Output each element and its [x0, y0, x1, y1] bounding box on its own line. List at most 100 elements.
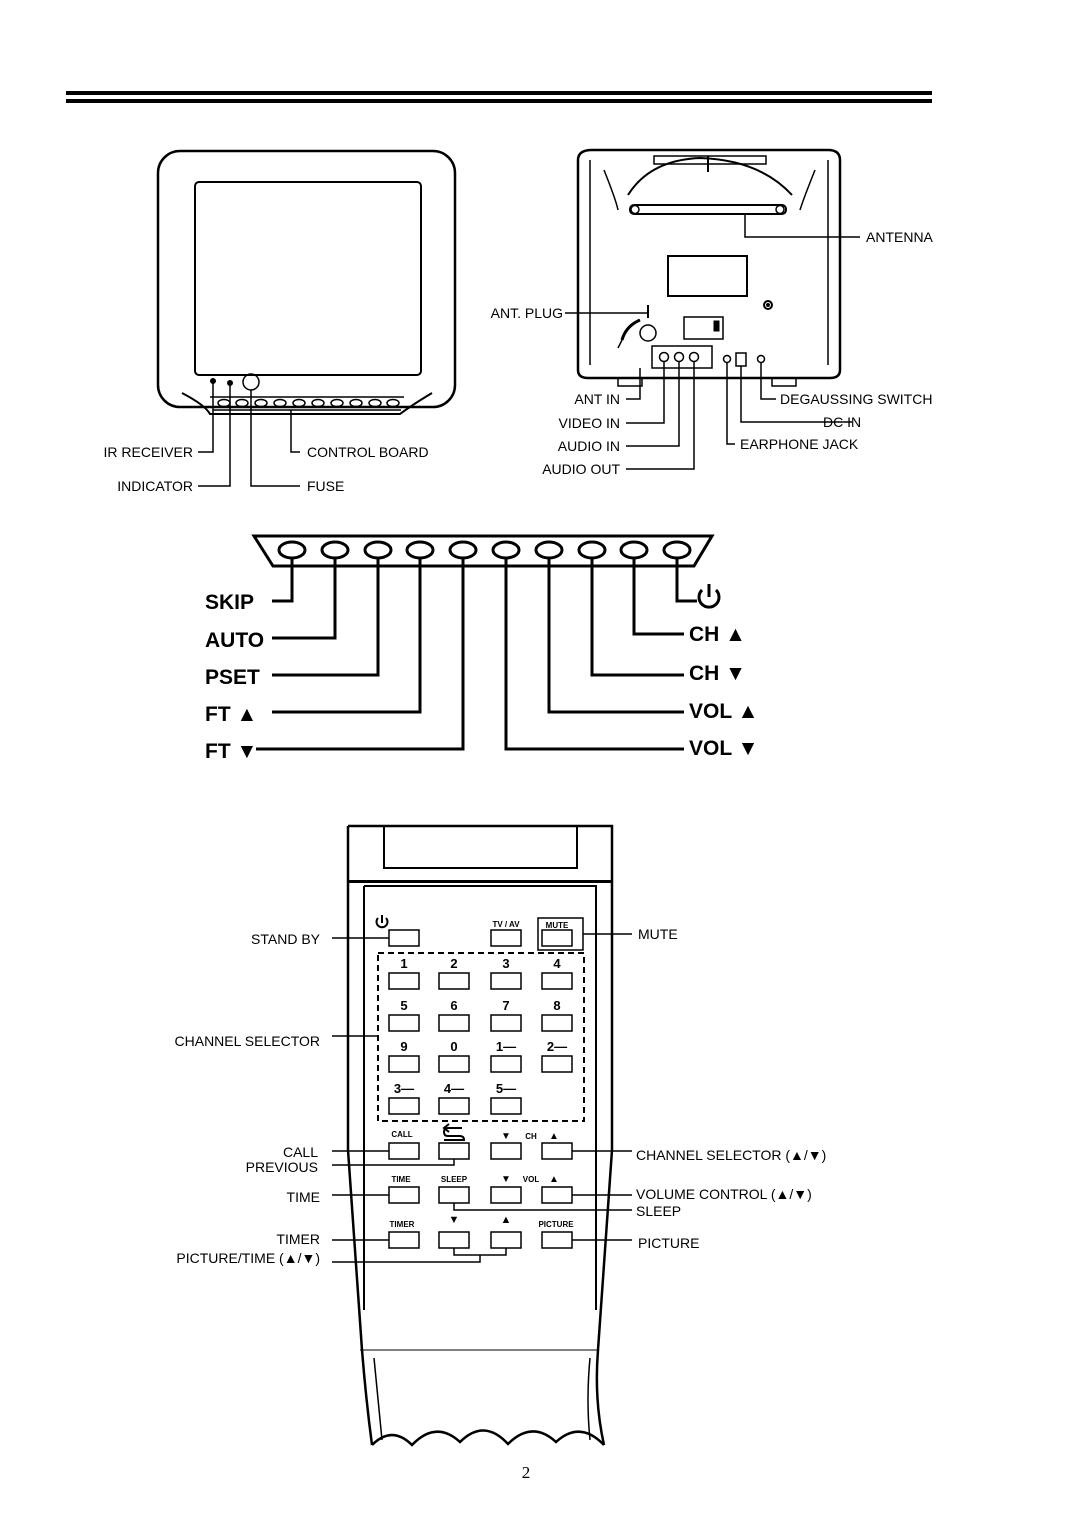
timer-callout: TIMER: [276, 1231, 320, 1247]
earphone-jack-label: EARPHONE JACK: [740, 436, 859, 452]
ch-text: CH: [525, 1132, 537, 1141]
indicator-label: INDICATOR: [117, 478, 193, 494]
control-board-label: CONTROL BOARD: [307, 444, 429, 460]
degaussing-switch-label: DEGAUSSING SWITCH: [780, 391, 932, 407]
fuse-label: FUSE: [307, 478, 344, 494]
picture-callout: PICTURE: [638, 1235, 699, 1251]
vol-down-button: [490, 1186, 522, 1204]
power-icon: [697, 584, 721, 609]
call-button: [388, 1142, 420, 1160]
digit-5: 5: [400, 998, 407, 1013]
control-panel: [251, 534, 715, 751]
digit-5-dash: 5—: [496, 1081, 516, 1096]
audio-in-label: AUDIO IN: [558, 438, 620, 454]
digit-4-dash: 4—: [444, 1081, 464, 1096]
digit-1: 1: [400, 956, 407, 971]
tv-av-text: TV / AV: [492, 920, 520, 929]
antenna-rod: [629, 204, 787, 215]
remote-previous-icon: [442, 1123, 466, 1141]
tv-av-button: [490, 929, 522, 947]
front-button-row: [217, 398, 400, 408]
digit-2-dash: 2—: [547, 1039, 567, 1054]
digit-9: 9: [400, 1039, 407, 1054]
call-callout: CALL: [283, 1144, 318, 1160]
ir-receiver-dot: [210, 378, 216, 384]
picture-time-callout: PICTURE/TIME (▲/▼): [176, 1250, 320, 1266]
remote-callout-lines: [332, 933, 632, 1263]
tv-rear-view: [565, 148, 860, 470]
picture-time-up-arrow: ▲: [501, 1214, 512, 1226]
vol-down-arrow: ▼: [501, 1174, 511, 1185]
sleep-callout: SLEEP: [636, 1203, 681, 1219]
timer-button: [388, 1231, 420, 1249]
skip-label: SKIP: [205, 591, 254, 614]
ch-down-label: CH ▼: [689, 662, 746, 685]
previous-button: [438, 1142, 470, 1160]
ch-up-button: [541, 1142, 573, 1160]
av-jack-panel: [651, 345, 713, 369]
remote-buttons: [377, 917, 585, 1249]
pset-label: PSET: [205, 666, 260, 689]
video-in-label: VIDEO IN: [559, 415, 620, 431]
ft-down-label: FT ▼: [205, 740, 257, 763]
stand-by-callout: STAND BY: [251, 931, 321, 947]
channel-selector-updown-callout: CHANNEL SELECTOR (▲/▼): [636, 1147, 826, 1163]
label-plate: [667, 255, 748, 297]
auto-label: AUTO: [205, 629, 264, 652]
mute-button: [541, 929, 573, 947]
vol-text: VOL: [523, 1175, 540, 1184]
antenna-label: ANTENNA: [866, 229, 934, 245]
sleep-text: SLEEP: [441, 1175, 468, 1184]
ch-up-label: CH ▲: [689, 623, 746, 646]
channel-selector-callout: CHANNEL SELECTOR: [175, 1033, 320, 1049]
mute-callout: MUTE: [638, 926, 678, 942]
standby-button: [388, 929, 420, 947]
digit-3: 3: [502, 956, 509, 971]
ch-down-button: [490, 1142, 522, 1160]
volume-control-callout: VOLUME CONTROL (▲/▼): [636, 1186, 812, 1202]
vol-up-button: [541, 1186, 573, 1204]
picture-time-up-button: [490, 1231, 522, 1249]
picture-text: PICTURE: [538, 1220, 574, 1229]
header-rule: [66, 91, 932, 103]
ft-up-label: FT ▲: [205, 703, 257, 726]
remote-standby-icon: [375, 915, 389, 929]
indicator-dot: [227, 380, 233, 386]
picture-time-down-arrow: ▼: [449, 1214, 460, 1226]
switch-plate: [683, 316, 724, 340]
ant-plug-label: ANT. PLUG: [491, 305, 563, 321]
panel-knobs: [277, 540, 692, 560]
ch-up-arrow: ▲: [549, 1131, 559, 1142]
sleep-button: [438, 1186, 470, 1204]
dc-in-label: DC IN: [823, 414, 861, 430]
timer-text: TIMER: [390, 1220, 415, 1229]
vol-up-label: VOL ▲: [689, 700, 758, 723]
time-button: [388, 1186, 420, 1204]
page-number: 2: [522, 1463, 531, 1482]
tv-front-view: [156, 149, 457, 487]
digit-0: 0: [450, 1039, 457, 1054]
picture-time-down-button: [438, 1231, 470, 1249]
ir-receiver-label: IR RECEIVER: [104, 444, 193, 460]
audio-out-label: AUDIO OUT: [542, 461, 620, 477]
digit-4: 4: [553, 956, 561, 971]
time-text: TIME: [391, 1175, 411, 1184]
call-text: CALL: [391, 1130, 412, 1139]
ant-in-label: ANT IN: [574, 391, 620, 407]
digit-1-dash: 1—: [496, 1039, 516, 1054]
picture-button: [541, 1231, 573, 1249]
vol-down-label: VOL ▼: [689, 737, 758, 760]
digit-7: 7: [502, 998, 509, 1013]
mute-text: MUTE: [546, 921, 569, 930]
digit-2: 2: [450, 956, 457, 971]
digit-8: 8: [553, 998, 560, 1013]
digit-6: 6: [450, 998, 457, 1013]
digit-3-dash: 3—: [394, 1081, 414, 1096]
ch-down-arrow: ▼: [501, 1131, 511, 1142]
fuse-cap: [242, 373, 260, 391]
channel-selector-box: [377, 952, 585, 1122]
time-callout: TIME: [287, 1189, 320, 1205]
previous-callout: PREVIOUS: [246, 1159, 318, 1175]
vol-up-arrow: ▲: [549, 1174, 559, 1185]
